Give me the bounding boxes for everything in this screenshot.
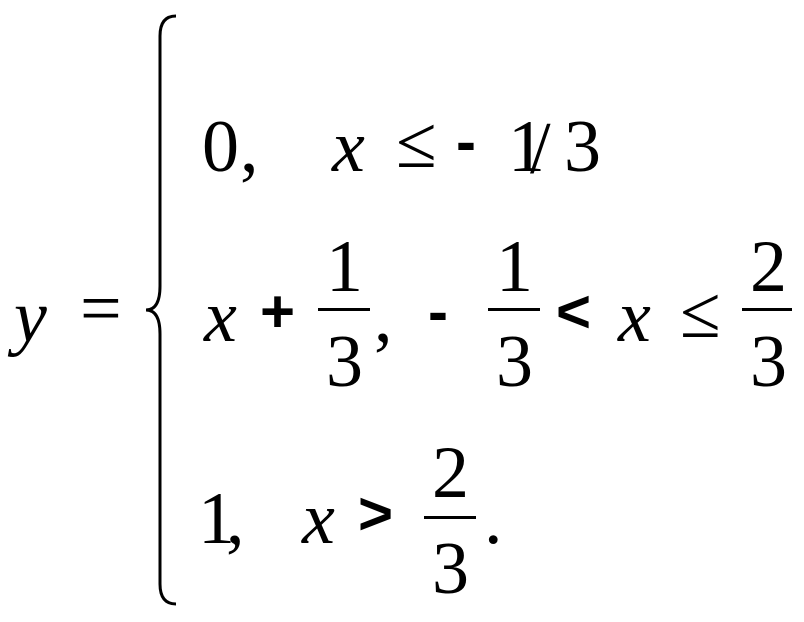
equals-sign: = — [80, 268, 122, 350]
case3-fraction-denominator: 3 — [432, 528, 469, 610]
lhs-variable-y: y — [14, 276, 47, 358]
case1-leq-operator: ≤ — [396, 102, 437, 184]
left-curly-brace — [145, 14, 177, 606]
case1-bound-numerator: 1 — [508, 106, 545, 188]
case3-fraction-bar — [424, 516, 476, 519]
case3-greater-than-operator: > — [358, 480, 394, 547]
case2-upper-fraction-numerator: 2 — [750, 226, 787, 308]
case2-upper-fraction-bar — [742, 308, 792, 311]
case2-fraction-denominator: 3 — [326, 321, 363, 403]
case2-fraction-numerator: 1 — [326, 226, 363, 308]
case2-upper-fraction-denominator: 3 — [750, 321, 787, 403]
case1-minus-sign: - — [456, 108, 476, 175]
case2-less-than-operator: < — [556, 278, 592, 345]
case2-lower-fraction-bar — [488, 308, 540, 311]
case2-expression-variable: x — [204, 276, 237, 358]
case3-period: . — [484, 478, 503, 560]
case1-bound-denominator: 3 — [564, 106, 601, 188]
case2-comma: , — [374, 276, 393, 358]
brace-path — [145, 14, 177, 606]
case2-condition-variable: x — [618, 276, 651, 358]
case2-leq-operator: ≤ — [680, 272, 721, 354]
case3-comma: , — [226, 478, 245, 560]
case3-condition-variable: x — [302, 478, 335, 560]
case2-plus-sign: + — [260, 278, 296, 345]
case2-minus-sign: - — [428, 278, 448, 345]
case1-value: 0 — [202, 106, 239, 188]
case2-fraction-bar — [318, 308, 370, 311]
case3-fraction-numerator: 2 — [432, 432, 469, 514]
case3-value: 1 — [198, 478, 235, 560]
case1-comma: , — [240, 106, 259, 188]
case1-slash: / — [530, 108, 551, 190]
case2-lower-fraction-denominator: 3 — [496, 321, 533, 403]
case2-lower-fraction-numerator: 1 — [496, 226, 533, 308]
case1-condition-variable: x — [332, 106, 365, 188]
